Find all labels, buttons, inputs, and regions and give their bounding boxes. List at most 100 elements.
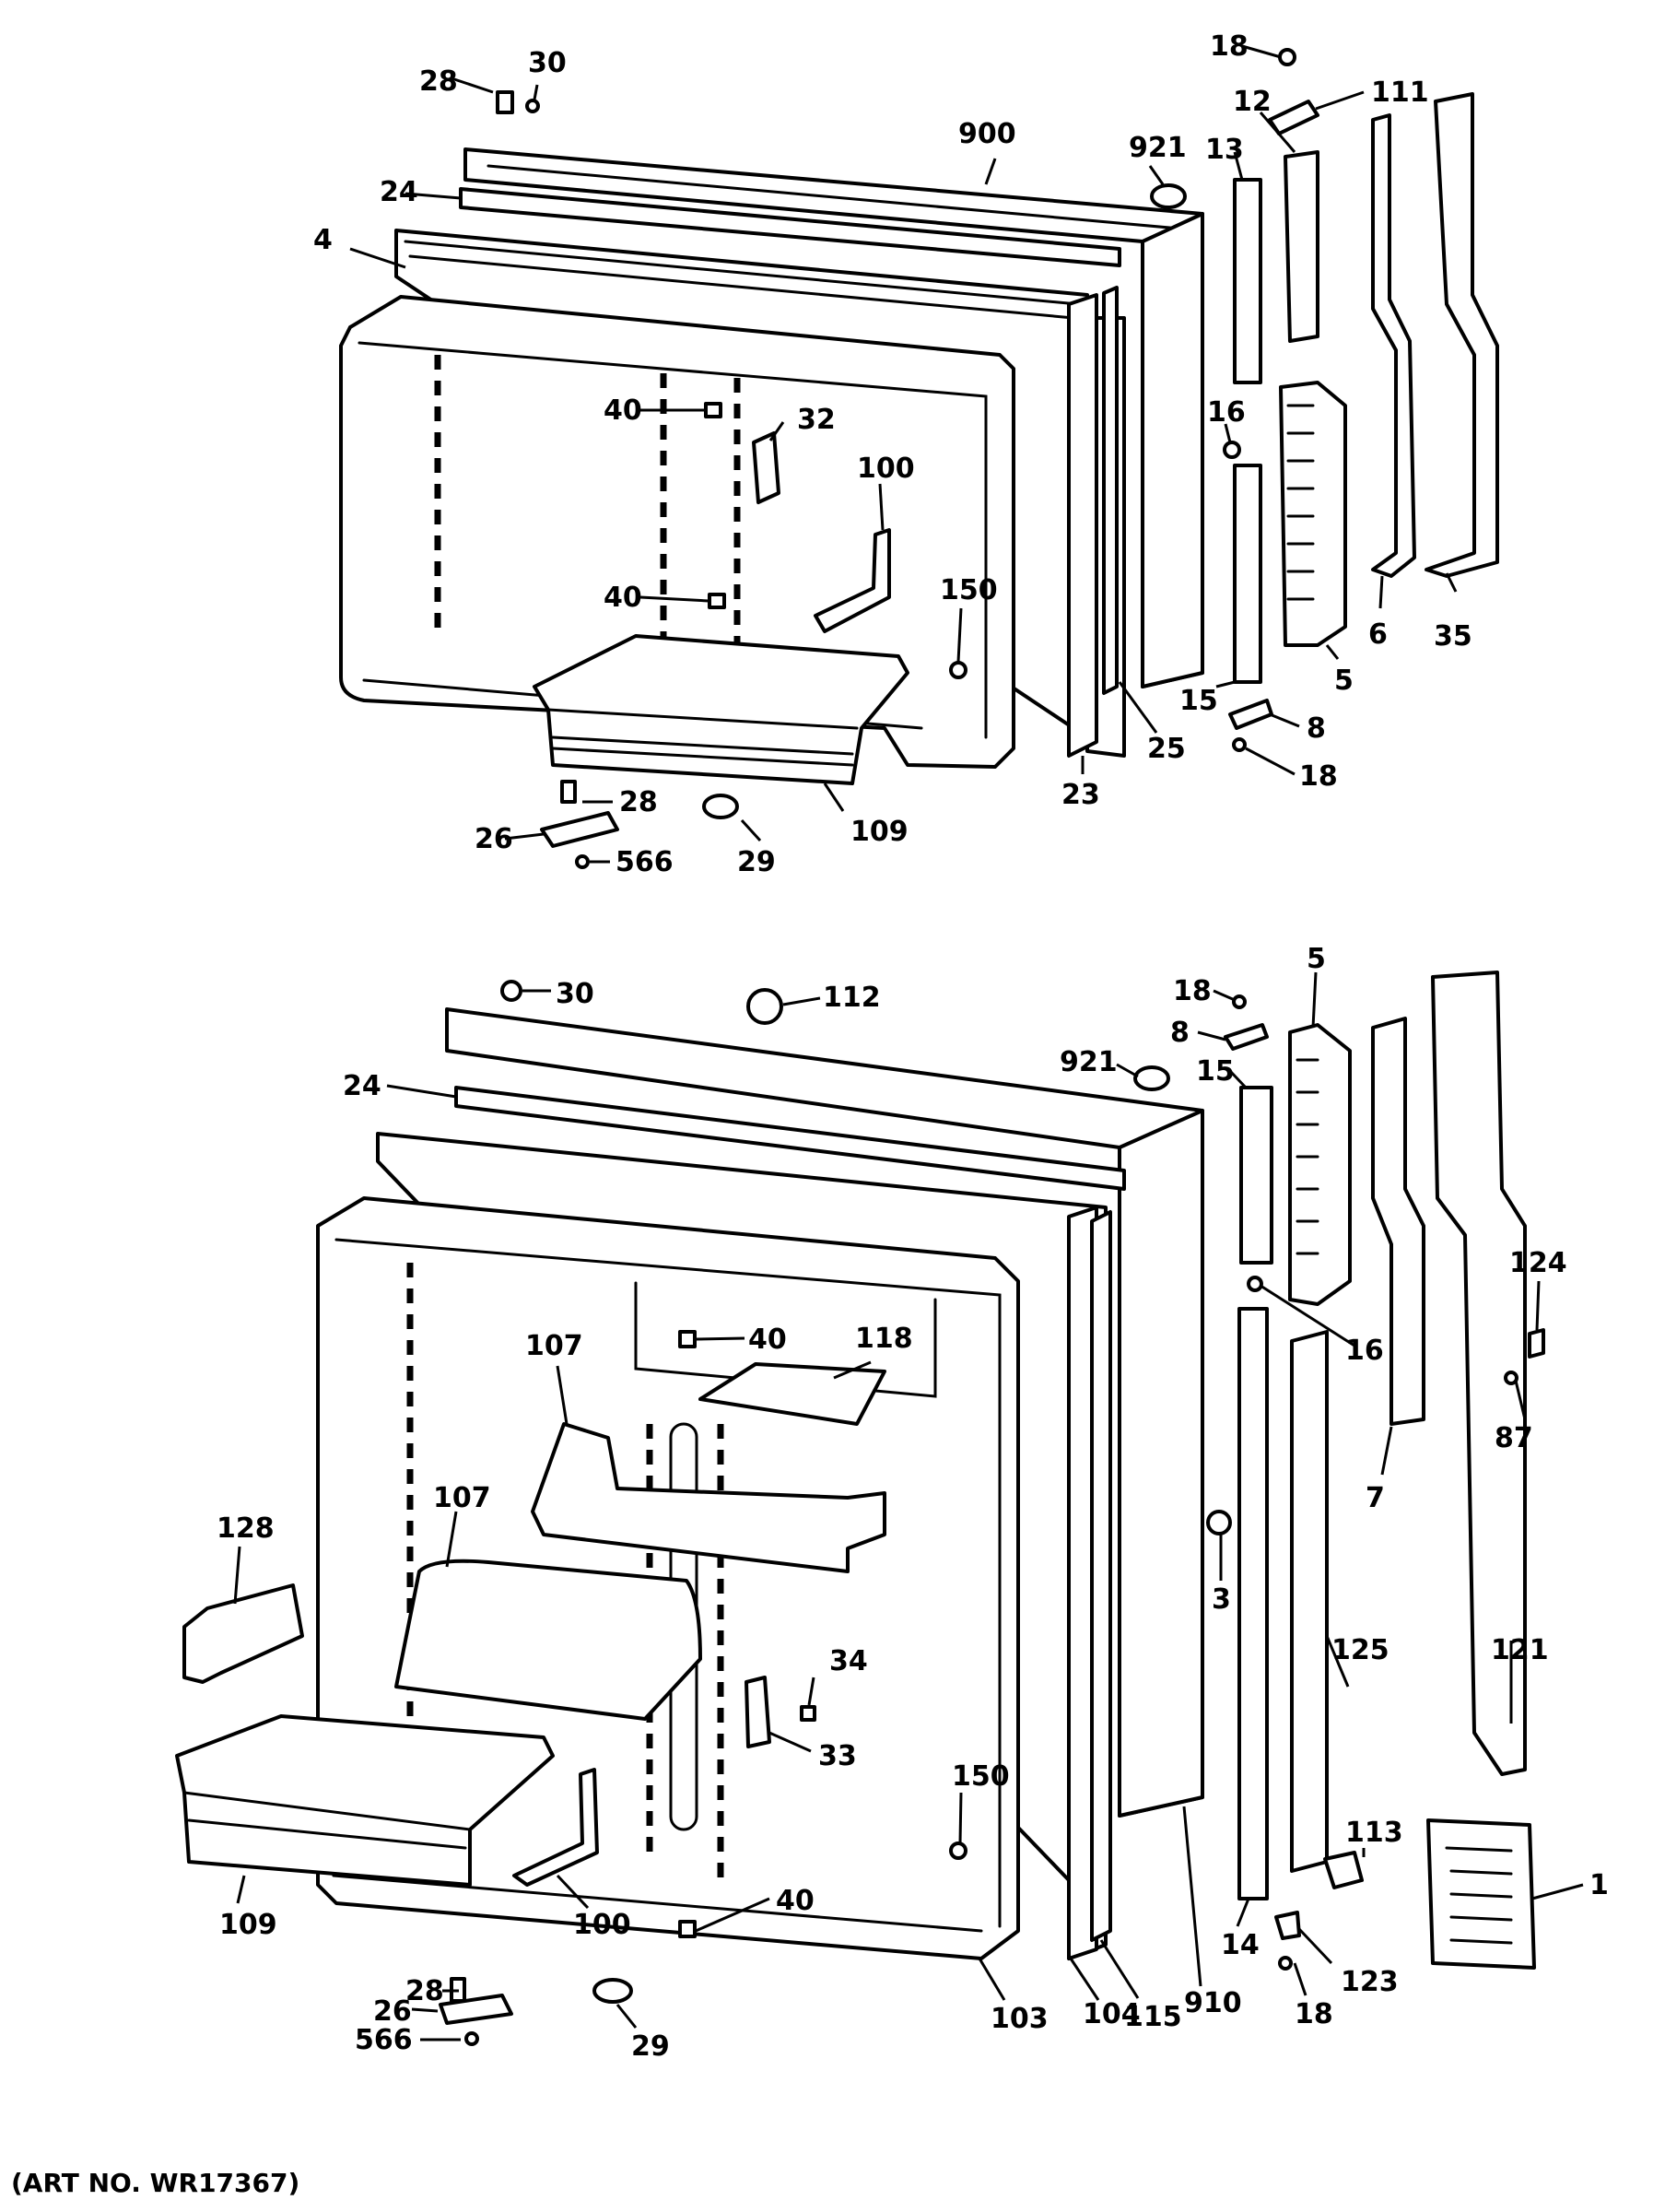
- bracket-100-b: [512, 1768, 599, 1887]
- callout-33: 33: [818, 1740, 857, 1772]
- screw-150-b: [949, 1841, 967, 1860]
- bracket-8-b: [1224, 1023, 1269, 1051]
- screw-566-top: [575, 854, 590, 869]
- callout-34: 34: [829, 1645, 868, 1677]
- screw-18-b2: [1278, 1956, 1293, 1971]
- fresh-food-door-assembly: [175, 971, 1545, 2046]
- callout-566-top: 566: [616, 846, 674, 878]
- strip-115: [1090, 1210, 1112, 1942]
- bumper-29-top: [702, 794, 739, 819]
- callout-3: 3: [1212, 1583, 1231, 1616]
- screw-18-top: [1278, 48, 1296, 66]
- breaker-strip-24: [459, 187, 1121, 267]
- trim-13-b: [1233, 464, 1262, 684]
- strap-7: [1371, 1017, 1425, 1426]
- bracket-124: [1528, 1328, 1545, 1359]
- callout-32: 32: [797, 404, 836, 436]
- callout-26-top: 26: [475, 823, 513, 855]
- hinge-plate-26: [540, 811, 619, 848]
- callout-109-b: 109: [219, 1909, 277, 1941]
- screw-16: [1223, 441, 1241, 459]
- callout-566-b: 566: [355, 2024, 413, 2056]
- top-callouts: 28 30 900 921 18 111 12 13 24 4 40 32 10…: [313, 30, 1472, 878]
- cap-921: [1150, 183, 1187, 209]
- callout-128: 128: [217, 1512, 275, 1545]
- screw-16-b: [1247, 1276, 1263, 1292]
- callout-4: 4: [313, 224, 333, 256]
- shelf-118: [698, 1362, 886, 1426]
- block-113: [1323, 1851, 1364, 1889]
- callout-7: 7: [1366, 1482, 1385, 1514]
- bracket-100: [814, 528, 891, 633]
- clip-33: [745, 1676, 771, 1748]
- leader-lines: [233, 44, 1584, 2041]
- bumper-29-b: [592, 1978, 633, 2004]
- callout-18-top: 18: [1210, 30, 1249, 63]
- clip-32: [752, 431, 780, 504]
- callout-40-b-a: 40: [748, 1324, 787, 1356]
- freezer-door-assembly: [339, 48, 1499, 869]
- bracket-8: [1228, 699, 1273, 730]
- bracket-128: [182, 1583, 304, 1684]
- plug-34: [800, 1705, 816, 1722]
- gasket-23: [1067, 293, 1098, 758]
- vent-5-b: [1288, 1023, 1352, 1306]
- callout-12: 12: [1233, 86, 1272, 118]
- callout-5-top: 5: [1334, 665, 1354, 697]
- inner-door-liner: [339, 295, 1015, 769]
- art-number: (ART NO. WR17367): [11, 2168, 300, 2198]
- callout-28-top: 28: [419, 65, 458, 98]
- callout-900: 900: [958, 118, 1016, 150]
- callout-28-b: 28: [405, 1975, 444, 2007]
- callout-24-b: 24: [343, 1070, 381, 1102]
- callout-30-b: 30: [556, 978, 594, 1010]
- callout-100-top: 100: [857, 453, 915, 485]
- plug-3: [1206, 1510, 1232, 1535]
- strip-25: [1102, 286, 1119, 695]
- callout-8-top: 8: [1307, 712, 1326, 745]
- shelf-107-upper: [531, 1422, 886, 1573]
- callout-921-b: 921: [1060, 1046, 1118, 1078]
- plug-40-b: [708, 593, 726, 609]
- pin-28-low: [560, 780, 577, 804]
- callout-115: 115: [1124, 2001, 1182, 2033]
- callout-18-b: 18: [1173, 975, 1212, 1007]
- trim-13: [1233, 178, 1262, 384]
- callout-103: 103: [991, 2003, 1049, 2035]
- callout-111: 111: [1371, 76, 1429, 109]
- callout-5-b: 5: [1307, 943, 1326, 975]
- hinge-strip-12: [1284, 150, 1319, 343]
- breaker-strip-24-b: [454, 1086, 1126, 1191]
- callout-123: 123: [1341, 1966, 1399, 1998]
- bracket-111: [1268, 100, 1319, 135]
- vent-5: [1279, 381, 1347, 647]
- callout-100-b: 100: [573, 1909, 631, 1941]
- screw-30-top: [525, 99, 540, 113]
- callout-118: 118: [855, 1323, 913, 1355]
- shelf-bin-109: [533, 634, 909, 785]
- trim-125: [1290, 1330, 1329, 1873]
- callout-107-lower: 107: [433, 1482, 491, 1514]
- callout-29-top: 29: [737, 846, 776, 878]
- callout-107-upper: 107: [525, 1330, 583, 1362]
- callout-6: 6: [1368, 618, 1388, 651]
- callout-124: 124: [1509, 1247, 1567, 1279]
- callout-15-b: 15: [1196, 1055, 1235, 1088]
- screw-18-b: [1232, 737, 1247, 752]
- callout-150-b: 150: [952, 1760, 1010, 1793]
- plug-40-a: [704, 402, 722, 418]
- bottom-callouts: 30 112 18 5 8 921 15 24 40 118 107 16 12…: [217, 943, 1609, 2063]
- callout-16-top: 16: [1207, 396, 1246, 429]
- callout-8-b: 8: [1170, 1017, 1190, 1049]
- callout-921-top: 921: [1129, 132, 1187, 164]
- bracket-123: [1274, 1911, 1301, 1940]
- gasket-104: [1067, 1206, 1098, 1960]
- callout-24-top: 24: [380, 176, 418, 208]
- screw-150: [949, 661, 967, 679]
- callout-30-top: 30: [528, 47, 567, 79]
- callout-35: 35: [1434, 620, 1472, 653]
- screw-18-b1: [1232, 994, 1247, 1009]
- callout-16-b: 16: [1345, 1335, 1384, 1367]
- callout-113: 113: [1345, 1817, 1403, 1849]
